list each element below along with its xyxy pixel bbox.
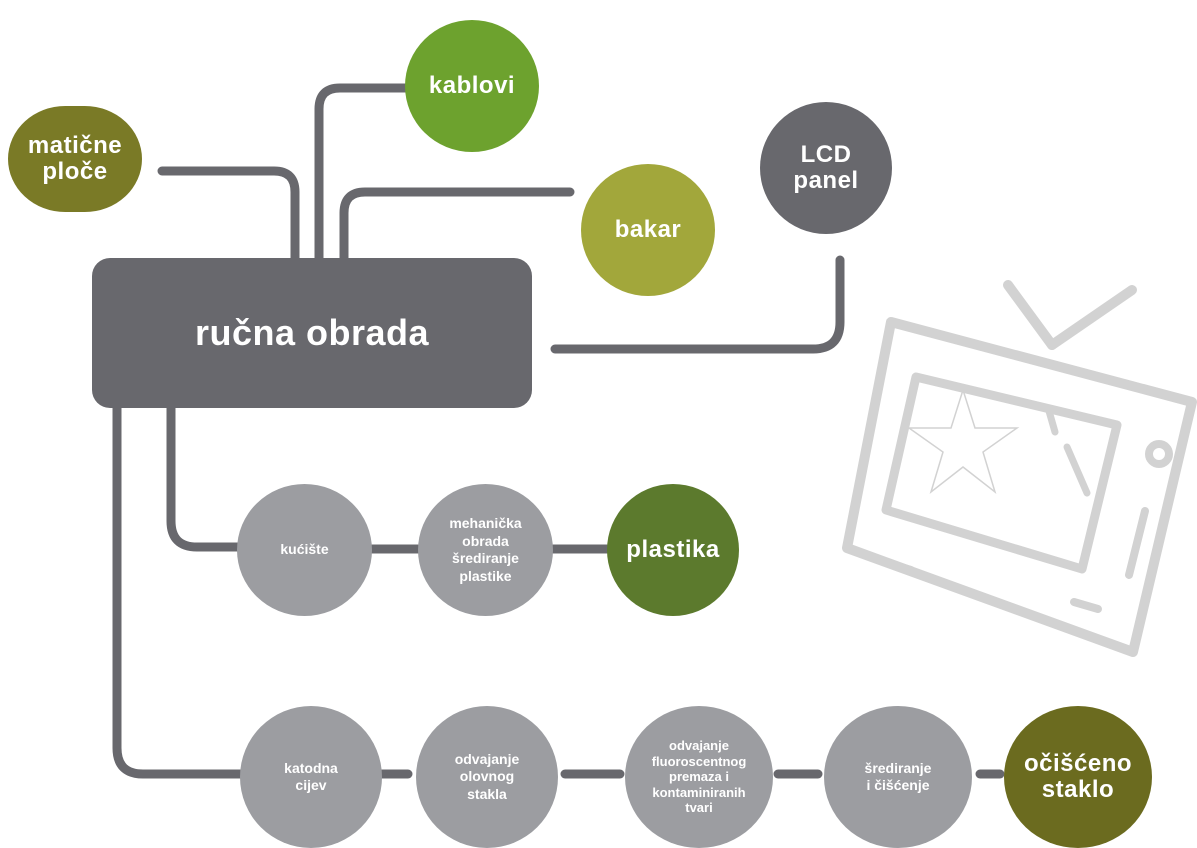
- connector-katodna-cijev: [112, 403, 250, 779]
- main-processing-label: ručna obrada: [194, 312, 430, 353]
- node-kablovi: kablovi: [405, 20, 539, 152]
- node-srediranje-ciscenje: šrediranje i čišćenje: [824, 706, 972, 848]
- node-kuciste-label: kućište: [280, 541, 329, 558]
- node-bakar-label: bakar: [614, 215, 682, 243]
- connector-kablovi: [314, 83, 410, 263]
- connector-bakar: [339, 187, 575, 263]
- node-odvajanje-olovnog-stakla-label: odvajanje olovnog stakla: [454, 750, 520, 802]
- node-lcd-panel-label: LCD panel: [793, 140, 859, 194]
- node-maticne-ploce-label: matične ploče: [27, 131, 123, 185]
- node-kablovi-label: kablovi: [428, 71, 516, 99]
- main-processing-box: ručna obrada: [92, 258, 532, 408]
- star-icon: [906, 387, 1020, 495]
- node-kuciste: kućište: [237, 484, 372, 616]
- node-katodna-cijev: katodna cijev: [240, 706, 382, 848]
- node-ocisceno-staklo-label: očišćeno staklo: [1023, 749, 1133, 803]
- node-mehanicka-obrada-label: mehanička obrada šrediranje plastike: [449, 515, 522, 584]
- node-srediranje-ciscenje-label: šrediranje i čišćenje: [864, 759, 932, 794]
- connector-lcd-panel: [550, 255, 845, 354]
- node-maticne-ploce: matične ploče: [8, 106, 142, 212]
- node-lcd-panel: LCD panel: [760, 102, 892, 234]
- node-mehanicka-obrada: mehanička obrada šrediranje plastike: [418, 484, 553, 616]
- connector-maticne-ploce: [157, 166, 300, 263]
- connector-kuciste: [166, 403, 250, 552]
- node-odvajanje-fluoroscentnog: odvajanje fluoroscentnog premaza i konta…: [625, 706, 773, 848]
- node-odvajanje-fluoroscentnog-label: odvajanje fluoroscentnog premaza i konta…: [651, 738, 747, 816]
- node-ocisceno-staklo: očišćeno staklo: [1004, 706, 1152, 848]
- node-odvajanje-olovnog-stakla: odvajanje olovnog stakla: [416, 706, 558, 848]
- node-bakar: bakar: [581, 164, 715, 296]
- node-plastika: plastika: [607, 484, 739, 616]
- node-plastika-label: plastika: [626, 535, 720, 563]
- node-katodna-cijev-label: katodna cijev: [284, 759, 338, 794]
